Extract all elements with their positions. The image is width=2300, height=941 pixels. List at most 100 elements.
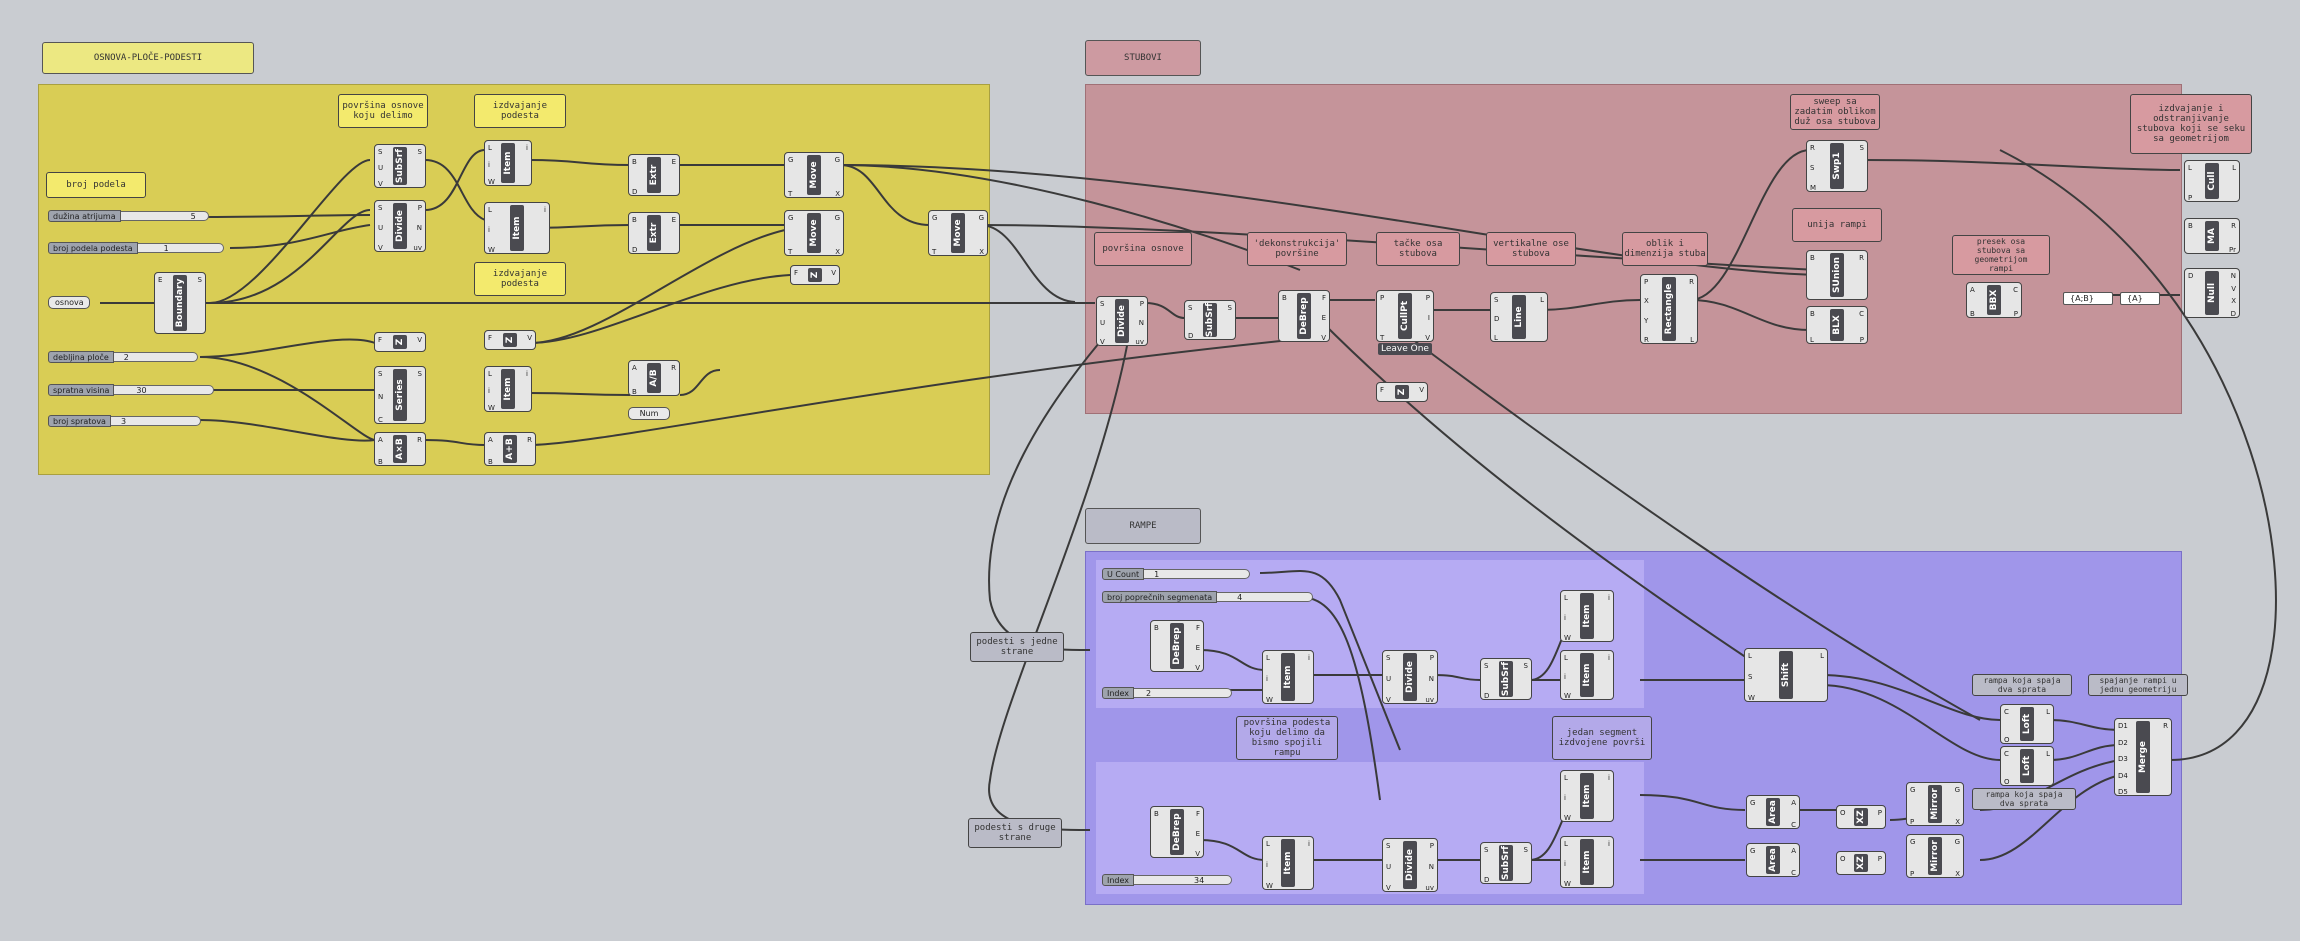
output-pin[interactable]: V xyxy=(527,334,532,342)
input-pin[interactable]: D xyxy=(1494,315,1500,323)
output-pin[interactable]: G xyxy=(1954,838,1960,846)
slider-value[interactable]: 30 xyxy=(114,385,215,395)
slider-spratna-visina[interactable]: spratna visina 30 xyxy=(48,384,215,396)
note-spajanje-rampi[interactable]: spajanje rampi u jednu geometriju xyxy=(2088,674,2188,696)
slider-u-count[interactable]: U Count 1 xyxy=(1102,568,1251,580)
output-pin[interactable]: L xyxy=(2046,750,2050,758)
output-pin[interactable]: R xyxy=(527,436,532,444)
input-pin[interactable]: U xyxy=(1386,863,1392,871)
input-pin[interactable]: L xyxy=(1564,654,1568,662)
slider-value[interactable]: 5 xyxy=(120,211,209,221)
output-pin[interactable]: R xyxy=(1689,278,1694,286)
input-pin[interactable]: W xyxy=(1564,814,1571,822)
output-pin[interactable]: S xyxy=(417,148,422,156)
input-pin[interactable]: S xyxy=(1386,842,1391,850)
output-pin[interactable]: i xyxy=(544,206,546,214)
input-pin[interactable]: M xyxy=(1810,184,1817,192)
input-pin[interactable]: i xyxy=(1266,861,1268,869)
output-pin[interactable]: C xyxy=(1791,821,1796,829)
note-podesti-druge[interactable]: podesti s druge strane xyxy=(968,818,1062,848)
note-unija-rampi[interactable]: unija rampi xyxy=(1792,208,1882,242)
input-pin[interactable]: W xyxy=(488,404,495,412)
output-pin[interactable]: D xyxy=(2230,310,2236,318)
output-pin[interactable]: G xyxy=(834,156,840,164)
output-pin[interactable]: R xyxy=(1859,254,1864,262)
output-pin[interactable]: uv xyxy=(413,244,422,252)
group-title-rampe[interactable]: RAMPE xyxy=(1085,508,1201,544)
input-pin[interactable]: W xyxy=(1564,634,1571,642)
output-pin[interactable]: N xyxy=(2230,272,2236,280)
input-pin[interactable]: D xyxy=(2188,272,2194,280)
input-pin[interactable]: W xyxy=(1748,694,1755,702)
input-pin[interactable]: S xyxy=(1188,304,1193,312)
input-pin[interactable]: W xyxy=(1564,880,1571,888)
panel-ab[interactable]: {A;B} xyxy=(2063,292,2113,305)
input-pin[interactable]: L xyxy=(1564,840,1568,848)
output-pin[interactable]: N xyxy=(1138,319,1144,327)
input-pin[interactable]: B xyxy=(632,388,637,396)
input-pin[interactable]: i xyxy=(1564,860,1566,868)
output-pin[interactable]: R xyxy=(2231,222,2236,230)
output-pin[interactable]: G xyxy=(1954,786,1960,794)
output-pin[interactable]: S xyxy=(197,276,202,284)
output-pin[interactable]: V xyxy=(1195,664,1200,672)
output-pin[interactable]: P xyxy=(1859,336,1864,344)
input-pin[interactable]: C xyxy=(2004,750,2009,758)
slider-value[interactable]: 2 xyxy=(1134,688,1233,698)
input-pin[interactable]: B xyxy=(1154,624,1159,632)
output-pin[interactable]: i xyxy=(1308,840,1310,848)
output-pin[interactable]: L xyxy=(1540,296,1544,304)
slider-index-1[interactable]: Index 2 xyxy=(1102,687,1233,699)
output-pin[interactable]: Pr xyxy=(2229,246,2236,254)
note-tacke-osa[interactable]: tačke osa stubova xyxy=(1376,232,1460,266)
note-povrsina-osnove[interactable]: površina osnove xyxy=(1094,232,1192,266)
input-pin[interactable]: W xyxy=(1266,696,1273,704)
output-pin[interactable]: E xyxy=(1195,644,1200,652)
input-pin[interactable]: W xyxy=(488,246,495,254)
output-pin[interactable]: P xyxy=(1877,809,1882,817)
slider-duzina-atrijuma[interactable]: dužina atrijuma 5 xyxy=(48,210,209,222)
input-pin[interactable]: D xyxy=(1188,332,1194,340)
output-pin[interactable]: V xyxy=(1195,850,1200,858)
output-pin[interactable]: I xyxy=(1427,314,1430,322)
output-pin[interactable]: P xyxy=(1139,300,1144,308)
group-title-stubovi[interactable]: STUBOVI xyxy=(1085,40,1201,76)
output-pin[interactable]: uv xyxy=(1425,696,1434,704)
input-pin[interactable]: P xyxy=(2188,194,2193,202)
input-pin[interactable]: L xyxy=(1494,334,1498,342)
input-pin[interactable]: D5 xyxy=(2118,788,2128,796)
input-pin[interactable]: L xyxy=(2188,164,2192,172)
input-pin[interactable]: A xyxy=(378,436,383,444)
output-pin[interactable]: i xyxy=(526,144,528,152)
input-pin[interactable]: i xyxy=(1564,614,1566,622)
output-pin[interactable]: uv xyxy=(1425,884,1434,892)
output-pin[interactable]: G xyxy=(834,214,840,222)
input-pin[interactable]: C xyxy=(378,416,383,424)
param-osnova[interactable]: osnova xyxy=(48,296,90,309)
input-pin[interactable]: A xyxy=(632,364,637,372)
input-pin[interactable]: B xyxy=(378,458,383,466)
output-pin[interactable]: i xyxy=(1308,654,1310,662)
input-pin[interactable]: G xyxy=(788,214,794,222)
note-povrsina-osnove-delimo[interactable]: površina osnove koju delimo xyxy=(338,94,428,128)
slider-value[interactable]: 3 xyxy=(110,416,201,426)
slider-value[interactable]: 1 xyxy=(1144,569,1251,579)
input-pin[interactable]: B xyxy=(1282,294,1287,302)
